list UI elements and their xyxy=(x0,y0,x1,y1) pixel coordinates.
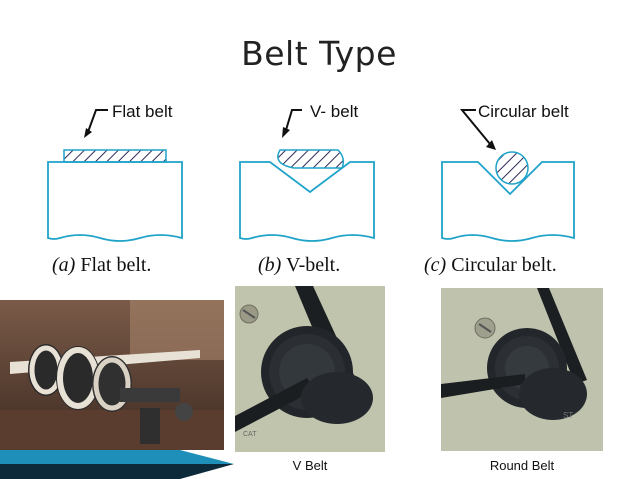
caption-letter: (a) xyxy=(52,254,76,276)
circular-belt-pulley-section xyxy=(441,161,575,242)
circular-belt-diagram xyxy=(441,109,575,242)
v-belt-diagram xyxy=(239,109,375,242)
v-belt-pulley-section xyxy=(239,161,375,242)
flat-belt-section xyxy=(63,149,167,163)
caption-text: Circular belt. xyxy=(451,254,557,276)
v-belt-pointer-arrow xyxy=(285,109,302,131)
svg-text:CAT: CAT xyxy=(243,431,257,438)
v-belt-section xyxy=(277,149,345,169)
caption-letter: (b) xyxy=(258,254,282,276)
slide-title: Belt Type xyxy=(241,34,397,73)
caption-text: Flat belt. xyxy=(80,254,152,276)
caption-circular-belt: (c) Circular belt. xyxy=(424,254,557,277)
v-belt-label: V- belt xyxy=(310,102,359,121)
caption-v-belt: (b) V-belt. xyxy=(258,254,340,277)
v-belt-photo: CAT xyxy=(235,286,385,452)
flat-belt-label: Flat belt xyxy=(112,102,173,121)
flat-belt-machine-photo xyxy=(0,300,224,450)
round-belt-photo: ST xyxy=(441,288,603,451)
round-belt-photo-label: Round Belt xyxy=(489,458,555,473)
flat-belt-diagram xyxy=(47,109,183,242)
caption-flat-belt: (a) Flat belt. xyxy=(52,254,151,277)
slide-accent-bar xyxy=(0,450,234,479)
caption-letter: (c) xyxy=(424,254,447,276)
circular-belt-pointer-arrow xyxy=(459,109,491,145)
circular-belt-label: Circular belt xyxy=(478,102,569,121)
flat-belt-pulley-section xyxy=(47,161,183,242)
caption-text: V-belt. xyxy=(285,254,341,276)
flat-belt-pointer-arrow xyxy=(87,109,108,133)
v-belt-photo-label: V Belt xyxy=(292,458,328,473)
circular-belt-section xyxy=(495,151,529,185)
svg-text:ST: ST xyxy=(563,411,573,420)
